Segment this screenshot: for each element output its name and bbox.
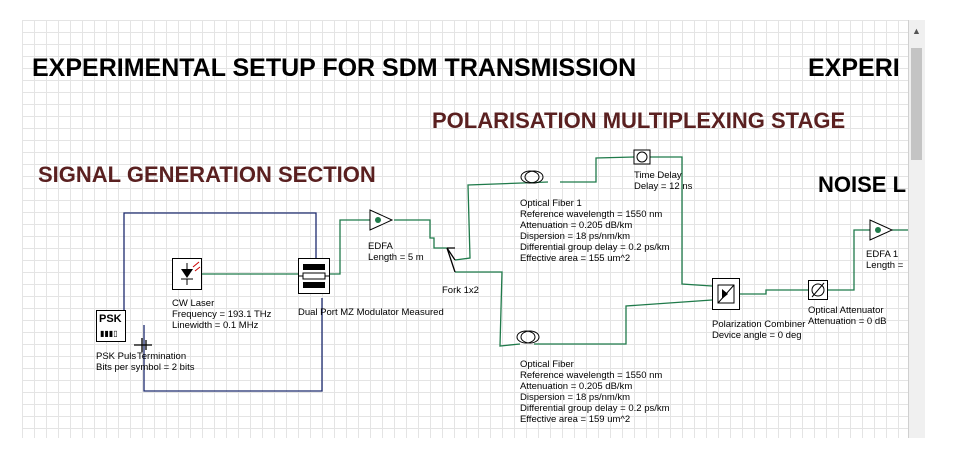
fiber1-wavelength: Reference wavelength = 1550 nm (520, 209, 663, 220)
scrollbar-thumb[interactable] (911, 48, 922, 160)
edfa-length: Length = 5 m (368, 252, 424, 263)
time-delay-value: Delay = 12 ns (634, 181, 693, 192)
fiber2-name: Optical Fiber (520, 359, 574, 370)
fiber2-wavelength: Reference wavelength = 1550 nm (520, 370, 663, 381)
laser-diode-icon (181, 261, 201, 285)
fiber1-dispersion: Dispersion = 18 ps/nm/km (520, 231, 631, 242)
wire-edfa-to-fork (394, 219, 447, 249)
edfa-name: EDFA (368, 241, 393, 252)
cw-laser-linewidth: Linewidth = 0.1 MHz (172, 320, 259, 331)
attenuator-name: Optical Attenuator (808, 305, 884, 316)
fork-split (446, 247, 456, 273)
main-title-repeat: EXPERI (808, 54, 900, 82)
polarization-combiner[interactable] (712, 278, 740, 310)
termination-symbol (134, 338, 152, 352)
combiner-icon (717, 284, 735, 304)
fiber2-dgd: Differential group delay = 0.2 ps/km (520, 403, 670, 414)
wire-lower-fiber-to-combiner (534, 299, 713, 345)
cw-laser-frequency: Frequency = 193.1 THz (172, 309, 272, 320)
optical-attenuator[interactable] (808, 280, 828, 300)
connection-wires (123, 149, 908, 392)
mz-modulator[interactable] (298, 258, 330, 294)
layout-canvas[interactable]: EXPERIMENTAL SETUP FOR SDM TRANSMISSION … (22, 20, 908, 438)
psk-generator[interactable]: PSK ▮▮▮▯ (96, 310, 126, 342)
cw-laser-name: CW Laser (172, 298, 215, 309)
edfa2-name: EDFA 1 (866, 249, 899, 260)
fiber2-coil-icon (516, 330, 540, 344)
wire-psk-to-modulator-bottom (143, 298, 323, 392)
combiner-name: Polarization Combiner (712, 319, 806, 330)
fiber2-dispersion: Dispersion = 18 ps/nm/km (520, 392, 631, 403)
psk-label-bits: Bits per symbol = 2 bits (96, 362, 195, 373)
time-delay-name: Time Delay (634, 170, 682, 181)
wire-modulator-to-edfa (328, 219, 370, 275)
attenuator-value: Attenuation = 0 dB (808, 316, 887, 327)
wire-psk-to-modulator-top (123, 212, 317, 318)
termination-label: Termination (137, 351, 187, 362)
wire-delay-to-combiner (650, 156, 713, 287)
vertical-scrollbar[interactable]: ▲ (908, 20, 925, 438)
wire-attenuator-to-edfa2 (828, 229, 870, 291)
fiber1-attenuation: Attenuation = 0.205 dB/km (520, 220, 633, 231)
scroll-up-icon[interactable]: ▲ (912, 26, 921, 36)
fiber1-coil-icon (520, 170, 544, 184)
wire-fork-to-lower-fiber (455, 271, 521, 347)
noise-heading: NOISE L (818, 172, 907, 197)
fiber2-attenuation: Attenuation = 0.205 dB/km (520, 381, 633, 392)
fiber1-area: Effective area = 155 um^2 (520, 253, 631, 264)
wire-upper-fiber-to-delay (560, 156, 635, 183)
psk-label-name: PSK Puls (96, 351, 137, 362)
pol-mux-heading: POLARISATION MULTIPLEXING STAGE (432, 108, 846, 133)
modulator-label: Dual Port MZ Modulator Measured (298, 307, 444, 318)
combiner-angle: Device angle = 0 deg (712, 330, 802, 341)
fiber1-dgd: Differential group delay = 0.2 ps/km (520, 242, 670, 253)
cw-laser[interactable] (172, 258, 202, 290)
main-title: EXPERIMENTAL SETUP FOR SDM TRANSMISSION (32, 54, 637, 82)
edfa2-length: Length = (866, 260, 904, 271)
fiber1-name: Optical Fiber 1 (520, 198, 582, 209)
modulator-icon (299, 264, 329, 288)
fiber2-area: Effective area = 159 um^2 (520, 414, 631, 425)
attenuator-icon (811, 282, 825, 298)
psk-wave-icon: ▮▮▮▯ (100, 329, 118, 338)
signal-gen-heading: SIGNAL GENERATION SECTION (38, 162, 376, 187)
wire-combiner-to-attenuator (740, 289, 808, 295)
psk-icon-text: PSK (99, 313, 122, 325)
fork-label: Fork 1x2 (442, 285, 479, 296)
